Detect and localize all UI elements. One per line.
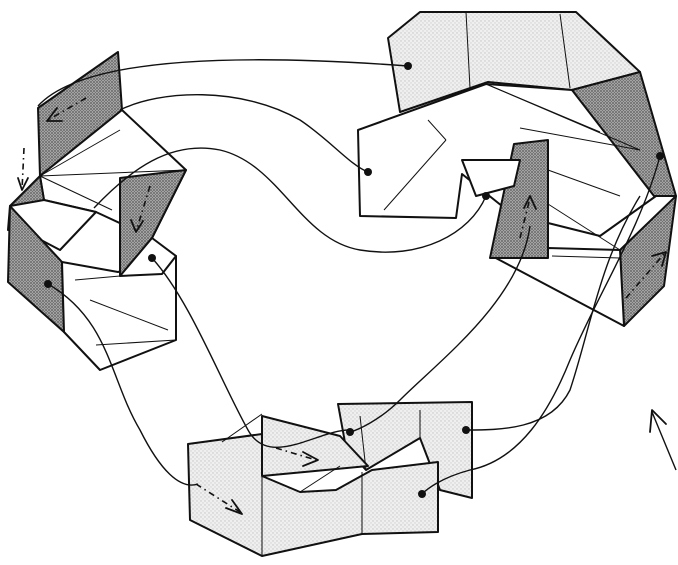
connector-endpoint xyxy=(364,168,372,176)
connector-left-tab-to-bottom-top xyxy=(152,258,352,447)
bottom-unit xyxy=(188,402,472,556)
arrow-up-left-icon xyxy=(650,410,676,470)
left-unit xyxy=(8,52,186,370)
connector-endpoint xyxy=(346,428,354,436)
connector-endpoint xyxy=(418,490,426,498)
connector-endpoint xyxy=(148,254,156,262)
connector-endpoint xyxy=(404,62,412,70)
top-right-unit xyxy=(358,12,676,326)
connector-endpoint xyxy=(44,280,52,288)
connector-endpoint xyxy=(482,192,490,200)
connector-endpoint xyxy=(656,152,664,160)
connector-endpoint xyxy=(462,426,470,434)
